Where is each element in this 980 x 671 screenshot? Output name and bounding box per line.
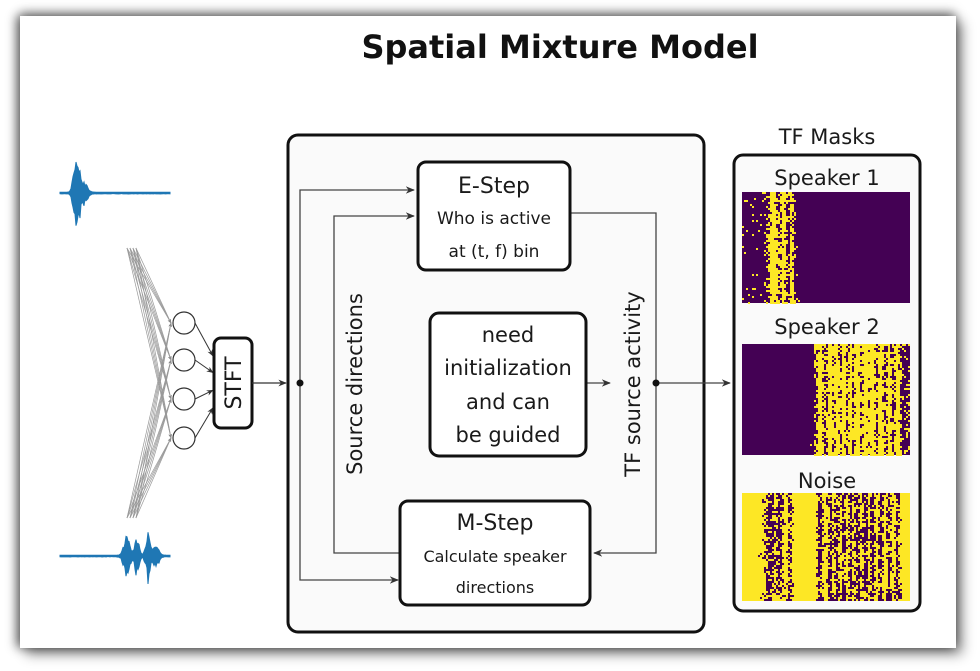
mask-noise [742,493,910,601]
fan-line [126,322,172,519]
initialization-note: need initialization and can be guided [428,311,588,458]
microphone-node [172,426,196,450]
fan-line [132,247,172,400]
fan-line [129,247,172,400]
fan-line [132,247,172,439]
e-step-line1: Who is active [437,209,551,229]
fan-line [132,398,172,519]
mask-label-speaker-2: Speaker 2 [774,315,879,339]
fan-line [135,437,172,519]
page-title: Spatial Mixture Model [361,28,758,66]
fan-line [132,437,172,519]
fan-line [129,247,172,324]
fan-line [129,437,172,519]
fan-line [126,247,172,400]
waveform-mic-1 [59,161,171,226]
fan-line [135,247,172,361]
diagram: Spatial Mixture Model STFT E-Step W [59,28,922,634]
m-step-line1: Calculate speaker [423,547,566,566]
mask-speaker-1 [742,192,910,304]
note-line3: and can [466,390,550,414]
source-directions-loop [299,186,415,584]
microphone-nodes [172,311,214,450]
e-step-line2: at (t, f) bin [449,242,540,262]
mask-label-noise: Noise [798,469,856,493]
microphone-node [172,311,196,335]
output-junction-dot [652,379,660,387]
node-to-stft-arrow [194,322,214,357]
slide: Spatial Mixture Model STFT E-Step W [20,16,956,648]
fan-line [135,322,172,519]
waveform-mic-2 [59,532,171,585]
stft-label: STFT [222,356,247,410]
fan-line [129,322,172,519]
fan-line [126,359,172,519]
fan-line [135,247,172,439]
m-step-line2: directions [456,578,534,597]
input-connections [126,247,172,519]
mask-speaker-2 [742,344,910,456]
fan-line [135,247,172,324]
masks-title: TF Masks [778,125,876,149]
e-step-title: E-Step [458,174,530,199]
e-step-block: E-Step Who is active at (t, f) bin [416,160,572,272]
node-to-stft-arrow [194,389,214,400]
tf-source-activity-label: TF source activity [621,291,645,477]
microphone-node [172,387,196,411]
fan-line [132,247,172,324]
source-directions-label: Source directions [343,293,367,475]
node-to-stft-arrow [194,359,214,374]
fan-line [135,398,172,519]
note-line2: initialization [444,356,572,380]
note-line1: need [482,323,534,347]
m-step-title: M-Step [456,511,533,536]
note-line4: be guided [456,423,561,447]
fan-line [126,247,172,439]
node-to-stft-arrow [194,407,214,439]
fan-line [132,359,172,519]
fan-line [132,322,172,519]
input-junction-dot [296,379,304,387]
fan-line [135,247,172,400]
m-step-block: M-Step Calculate speaker directions [398,499,592,607]
fan-line [129,247,172,439]
microphone-node [172,348,196,372]
fan-line [135,359,172,519]
mask-label-speaker-1: Speaker 1 [774,166,879,190]
stft-block: STFT [212,336,254,430]
